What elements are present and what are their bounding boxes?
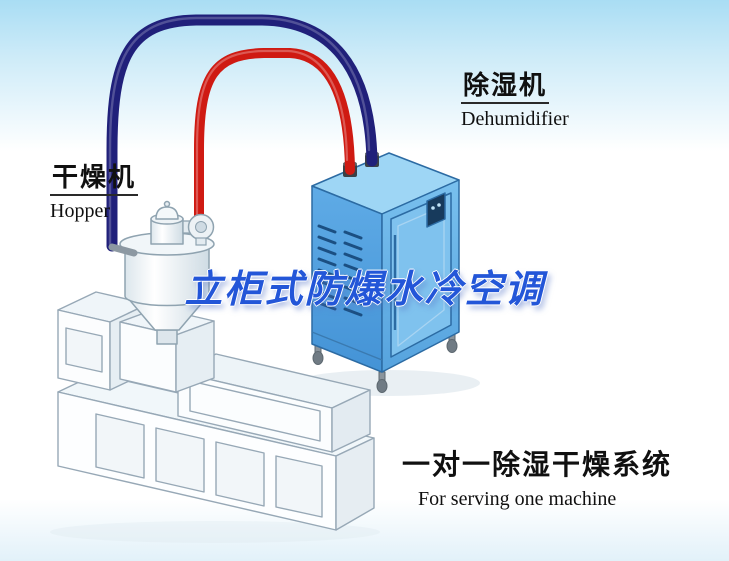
- extruder-machine-graphic: [57, 291, 375, 531]
- dehumidifier-label-cn: 除湿机: [461, 71, 550, 105]
- dryer-label-cn: 干燥机: [50, 163, 139, 197]
- pipe-navy: [106, 14, 378, 252]
- dryer-label-block: 干燥机 Hopper: [50, 163, 139, 223]
- dehumidifier-graphic: [311, 152, 460, 393]
- dehumidifier-label-block: 除湿机 Dehumidifier: [461, 71, 569, 131]
- system-label-block: 一对一除湿干燥系统 For serving one machine: [402, 449, 673, 510]
- hose-connectors: [108, 213, 215, 257]
- dehumidifier-label-en: Dehumidifier: [461, 108, 569, 131]
- dryer-label-en: Hopper: [50, 200, 110, 223]
- system-label-en: For serving one machine: [418, 487, 617, 510]
- pipe-red: [194, 48, 355, 229]
- page-title: 立柜式防爆水冷空调: [184, 269, 545, 311]
- system-label-cn: 一对一除湿干燥系统: [402, 449, 673, 480]
